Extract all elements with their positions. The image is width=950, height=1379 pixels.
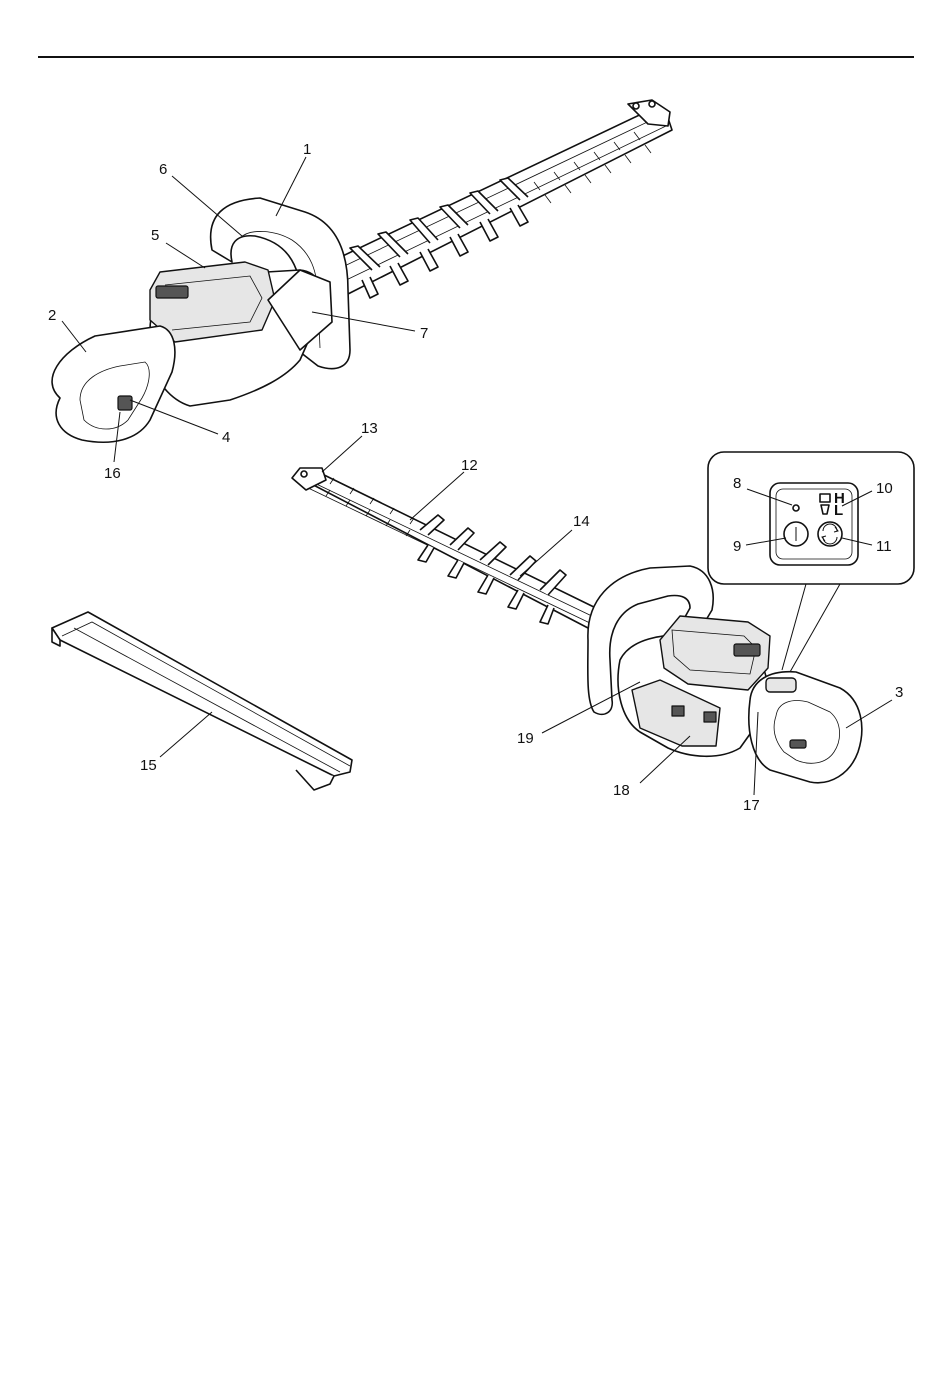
blade-top: [330, 100, 672, 298]
callout-5: 5: [151, 227, 159, 244]
callout-10: 10: [876, 480, 893, 497]
body-top: [150, 262, 332, 406]
callout-6: 6: [159, 161, 167, 178]
callout-16: 16: [104, 465, 121, 482]
callout-15: 15: [140, 757, 157, 774]
control-panel-inset: H L: [708, 452, 914, 584]
callout-13: 13: [361, 420, 378, 437]
callout-8: 8: [733, 475, 741, 492]
blade-cover: [52, 612, 352, 790]
callout-18: 18: [613, 782, 630, 799]
blade-rear: [292, 468, 600, 628]
callout-14: 14: [573, 513, 590, 530]
rear-handle-rear: [749, 672, 862, 783]
mode-low-label: L: [834, 502, 843, 519]
callout-7: 7: [420, 325, 428, 342]
callout-3: 3: [895, 684, 903, 701]
trimmer-top-view: [52, 100, 672, 442]
rear-handle-top: [52, 326, 175, 442]
callout-19: 19: [517, 730, 534, 747]
callout-17: 17: [743, 797, 760, 814]
indicator-lamp-icon: [793, 505, 799, 511]
callout-9: 9: [733, 538, 741, 555]
callout-12: 12: [461, 457, 478, 474]
callout-4: 4: [222, 429, 230, 446]
callout-2: 2: [48, 307, 56, 324]
body-rear: [618, 616, 770, 756]
callout-1: 1: [303, 141, 311, 158]
callout-11: 11: [876, 538, 892, 555]
speed-mode-button-icon[interactable]: [818, 522, 842, 546]
